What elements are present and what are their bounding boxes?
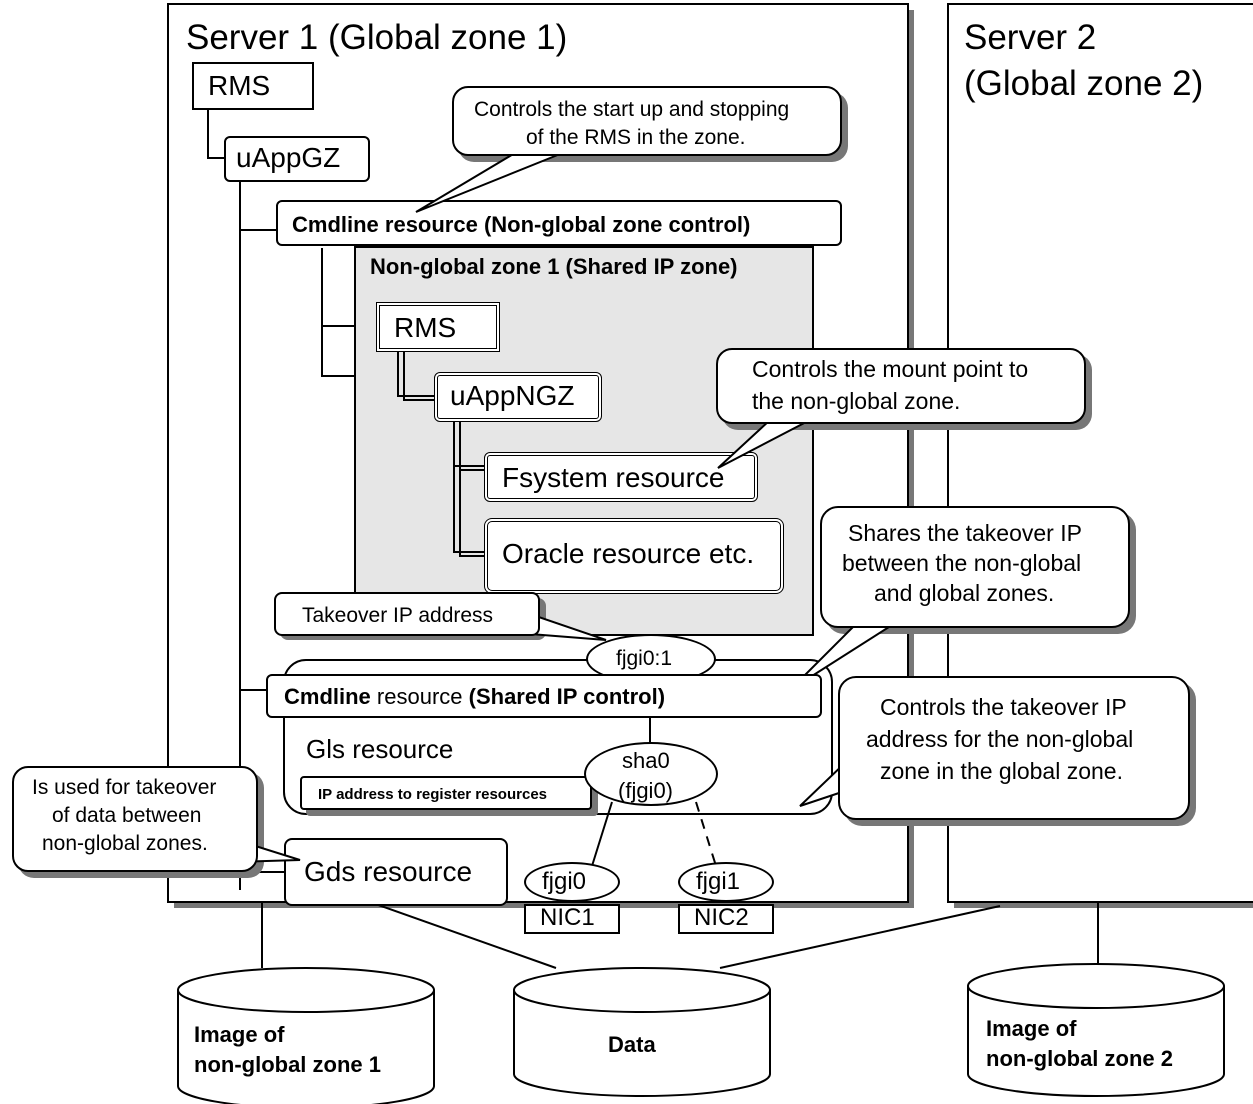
callout-rms-line1: Controls the start up and stopping xyxy=(474,98,790,121)
uappgz-label: uAppGZ xyxy=(236,142,341,173)
sha0-ellipse xyxy=(584,742,718,806)
rms-global-box xyxy=(192,62,314,110)
callout-data-line2: of data between xyxy=(52,804,202,827)
callout-shares-line3: and global zones. xyxy=(874,580,1055,606)
cmdline-ngz-label: Cmdline resource (Non-global zone contro… xyxy=(292,212,751,237)
callout-ctrl-ip-line3: zone in the global zone. xyxy=(880,758,1123,784)
fsystem-resource-label: Fsystem resource xyxy=(502,462,725,493)
callout-data xyxy=(12,766,258,872)
callout-mount-line1: Controls the mount point to xyxy=(752,356,1029,382)
fjgi0-1-label: fjgi0:1 xyxy=(616,647,673,670)
fsystem-resource-box xyxy=(484,452,758,502)
cmdline-sip-normal: resource xyxy=(370,684,469,709)
gds-resource-label: Gds resource xyxy=(304,856,473,887)
non-global-zone-1-title: Non-global zone 1 (Shared IP zone) xyxy=(370,254,738,279)
rms-global-label: RMS xyxy=(208,70,271,101)
gds-resource-box xyxy=(284,838,508,906)
disk-image-ngz1 xyxy=(177,990,435,1104)
nic1-box xyxy=(524,904,620,934)
server1-title: Server 1 (Global zone 1) xyxy=(186,18,568,57)
callout-mount-line2: the non-global zone. xyxy=(752,388,961,414)
disk1-line2: non-global zone 1 xyxy=(194,1052,381,1077)
cmdline-sip-bold2: (Shared IP control) xyxy=(468,684,666,709)
fjgi0-ellipse xyxy=(524,862,620,902)
oracle-resource-box xyxy=(484,518,784,594)
callout-data-line3: non-global zones. xyxy=(42,832,208,855)
nic2-box xyxy=(678,904,774,934)
callout-rms xyxy=(452,86,842,156)
callout-mount xyxy=(716,348,1086,424)
callout-rms-line2: of the RMS in the zone. xyxy=(526,126,746,149)
disk2-line1: Image of xyxy=(986,1016,1077,1041)
disk-image-ngz2 xyxy=(967,986,1225,1097)
fjgi1-label: fjgi1 xyxy=(696,868,741,895)
gls-resource-label: Gls resource xyxy=(306,734,454,764)
server2-title-line1: Server 2 xyxy=(964,18,1097,57)
rms-ngz-label: RMS xyxy=(394,312,457,343)
disk-data-label: Data xyxy=(608,1032,656,1057)
nic1-label: NIC1 xyxy=(540,904,595,931)
callout-ctrl-ip-line2: address for the non-global xyxy=(866,726,1134,752)
disk1-line1: Image of xyxy=(194,1022,285,1047)
cmdline-sip-bold1: Cmdline xyxy=(284,684,371,709)
nic2-label: NIC2 xyxy=(694,904,749,931)
callout-ctrl-ip-line1: Controls the takeover IP xyxy=(880,694,1127,720)
cmdline-sip-label: Cmdline resource (Shared IP control) xyxy=(284,684,665,710)
ip-register-label: IP address to register resources xyxy=(318,786,547,803)
rms-ngz-box xyxy=(376,302,500,352)
callout-shares xyxy=(820,506,1130,628)
takeover-ip-box xyxy=(274,592,540,636)
callout-ctrl-ip xyxy=(838,676,1190,820)
callout-shares-line1: Shares the takeover IP xyxy=(848,520,1082,546)
uappngz-box xyxy=(434,372,602,422)
sha0-line1: sha0 xyxy=(622,748,670,773)
ip-register-box xyxy=(300,776,592,810)
cmdline-ngz-box xyxy=(276,200,842,246)
fjgi0-label: fjgi0 xyxy=(542,868,587,895)
cmdline-sip-box xyxy=(266,674,822,718)
uappngz-label: uAppNGZ xyxy=(450,380,575,411)
uappgz-box xyxy=(224,136,370,182)
disk-data xyxy=(513,990,771,1097)
server2-title-line2: (Global zone 2) xyxy=(964,64,1204,103)
disk2-line2: non-global zone 2 xyxy=(986,1046,1173,1071)
callout-shares-line2: between the non-global xyxy=(842,550,1082,576)
sha0-line2: (fjgi0) xyxy=(618,778,674,803)
takeover-ip-label: Takeover IP address xyxy=(302,604,494,627)
oracle-resource-label: Oracle resource etc. xyxy=(502,538,755,569)
fjgi1-ellipse xyxy=(678,862,774,902)
callout-data-line1: Is used for takeover xyxy=(32,776,217,799)
